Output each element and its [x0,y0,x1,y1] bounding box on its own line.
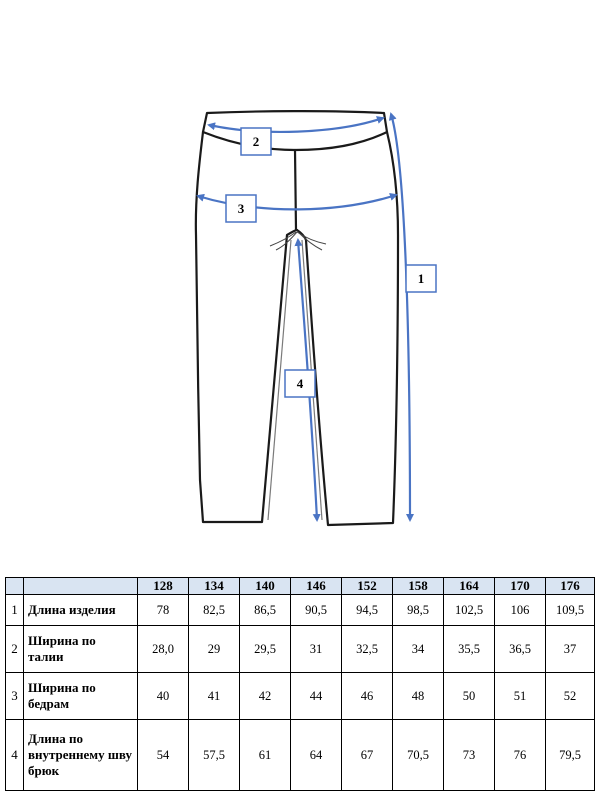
table-cell: 94,5 [341,594,393,626]
table-cell: 79,5 [545,719,595,791]
size-header: 134 [188,577,240,595]
table-cell: 36,5 [494,625,546,673]
table-cell: 29 [188,625,240,673]
table-cell: 32,5 [341,625,393,673]
label-box-4: 4 [284,369,316,398]
table-row: 3 Ширина по бедрам 40 41 42 44 46 48 50 … [5,672,595,720]
size-header: 170 [494,577,546,595]
pants-outline [194,110,400,527]
label-2: 2 [253,134,260,149]
table-cell: 31 [290,625,342,673]
table-cell: 51 [494,672,546,720]
label-1: 1 [418,271,425,286]
header-empty-num [5,577,24,595]
table-cell: 29,5 [239,625,291,673]
table-cell: 82,5 [188,594,240,626]
table-cell: 98,5 [392,594,444,626]
table-cell: 46 [341,672,393,720]
label-3: 3 [238,201,245,216]
size-chart-table: 128 134 140 146 152 158 164 170 176 1 Дл… [5,577,595,791]
arrow-product-length [388,112,414,522]
row-number: 3 [5,672,24,720]
label-4: 4 [297,376,304,391]
size-header: 176 [545,577,595,595]
table-cell: 44 [290,672,342,720]
measurement-name: Длина изделия [23,594,138,626]
arrow-waist-width [207,116,385,134]
table-cell: 106 [494,594,546,626]
table-cell: 73 [443,719,495,791]
arrow-hip-width [196,193,398,211]
table-cell: 52 [545,672,595,720]
table-header-row: 128 134 140 146 152 158 164 170 176 [5,577,595,595]
label-box-2: 2 [240,127,272,156]
table-cell: 42 [239,672,291,720]
size-header: 128 [137,577,189,595]
table-cell: 28,0 [137,625,189,673]
table-cell: 61 [239,719,291,791]
table-cell: 57,5 [188,719,240,791]
table-cell: 109,5 [545,594,595,626]
row-number: 4 [5,719,24,791]
table-cell: 54 [137,719,189,791]
table-row: 2 Ширина по талии 28,0 29 29,5 31 32,5 3… [5,625,595,673]
table-cell: 67 [341,719,393,791]
row-number: 2 [5,625,24,673]
table-cell: 41 [188,672,240,720]
row-number: 1 [5,594,24,626]
measurement-name: Ширина по талии [23,625,138,673]
size-header: 152 [341,577,393,595]
table-cell: 102,5 [443,594,495,626]
table-cell: 78 [137,594,189,626]
size-header: 146 [290,577,342,595]
table-cell: 40 [137,672,189,720]
table-cell: 35,5 [443,625,495,673]
size-header: 158 [392,577,444,595]
table-cell: 34 [392,625,444,673]
measurement-name: Длина по внутреннему шву брюк [23,719,138,791]
table-cell: 64 [290,719,342,791]
table-cell: 48 [392,672,444,720]
table-row: 4 Длина по внутреннему шву брюк 54 57,5 … [5,719,595,791]
size-header: 164 [443,577,495,595]
measurement-name: Ширина по бедрам [23,672,138,720]
pants-measurement-diagram: 2 3 1 4 [194,110,437,527]
table-cell: 37 [545,625,595,673]
table-cell: 86,5 [239,594,291,626]
label-box-1: 1 [405,264,437,293]
table-cell: 90,5 [290,594,342,626]
label-box-3: 3 [225,194,257,223]
table-cell: 76 [494,719,546,791]
size-header: 140 [239,577,291,595]
table-cell: 50 [443,672,495,720]
table-row: 1 Длина изделия 78 82,5 86,5 90,5 94,5 9… [5,594,595,626]
header-empty-name [23,577,138,595]
table-cell: 70,5 [392,719,444,791]
